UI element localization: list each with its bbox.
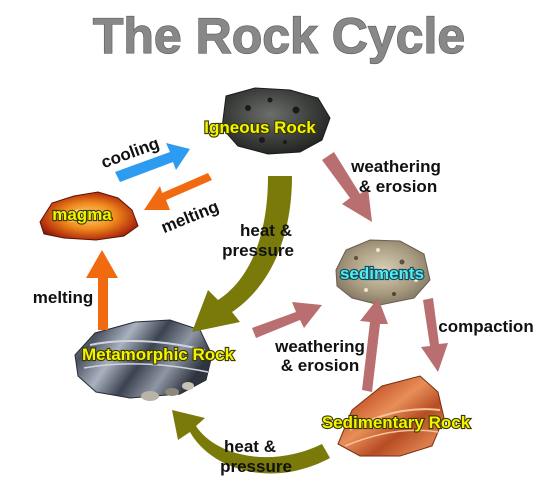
melting-arrow-upper (144, 173, 212, 210)
sedimentary-rock-label: Sedimentary Rock (322, 413, 471, 432)
sediments-label: sediments (340, 264, 424, 283)
weathering-label-upper: weathering (350, 157, 441, 176)
igneous-rock-image (221, 87, 331, 155)
weathering-label-lower: weathering (274, 337, 365, 356)
melting-arrow-left (86, 250, 118, 330)
magma-image (39, 191, 139, 241)
compaction-arrow (421, 298, 448, 372)
pressure-label-bottom: pressure (220, 457, 292, 476)
compaction-label: compaction (438, 317, 533, 336)
erosion-label-upper: & erosion (359, 177, 437, 196)
pressure-label-center: pressure (222, 241, 294, 260)
melting-label-upper: melting (158, 197, 221, 237)
heat-pressure-arrow-center (192, 176, 292, 332)
cooling-arrow (115, 143, 190, 182)
igneous-rock-label: Igneous Rock (204, 118, 316, 137)
heat-pressure-arrow-bottom (172, 410, 330, 474)
weathering-arrow-middle (252, 302, 322, 338)
weathering-arrow-lower (360, 298, 388, 392)
melting-label-left: melting (33, 288, 93, 307)
heat-label-bottom: heat & (224, 437, 276, 456)
heat-label-center: heat & (240, 221, 292, 240)
sediments-image (335, 239, 431, 306)
metamorphic-rock-image (74, 319, 213, 401)
magma-label: magma (52, 205, 112, 224)
page-title: The Rock Cycle (93, 8, 465, 64)
erosion-label-lower: & erosion (281, 356, 359, 375)
sedimentary-rock-image (337, 375, 445, 457)
metamorphic-rock-label: Metamorphic Rock (82, 345, 235, 364)
weathering-arrow-upper (322, 152, 372, 222)
